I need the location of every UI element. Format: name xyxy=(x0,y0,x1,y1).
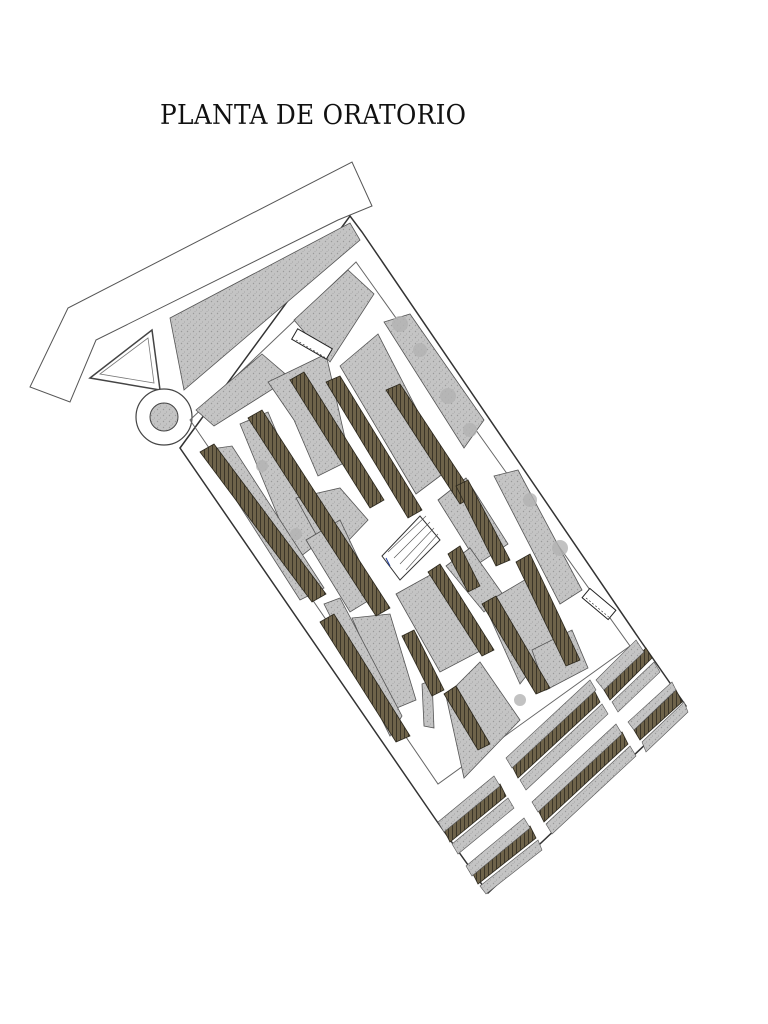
niche-row xyxy=(481,595,551,695)
niche-row xyxy=(319,613,411,743)
gravel-band xyxy=(505,679,597,769)
gravel-band xyxy=(465,817,531,877)
plan-title: PLANTA DE ORATORIO xyxy=(160,100,467,131)
niche-row xyxy=(447,545,481,593)
triangle-island xyxy=(88,328,161,391)
gravel-band xyxy=(531,723,623,813)
north-gravel-area xyxy=(169,222,361,391)
gravel-block xyxy=(445,661,521,779)
gravel-band xyxy=(545,745,637,835)
building-icon xyxy=(581,587,617,621)
access-road xyxy=(29,161,373,403)
niche-row xyxy=(199,443,327,603)
niche-row xyxy=(427,563,495,657)
stair-icon xyxy=(381,515,441,581)
gravel-band xyxy=(451,797,515,855)
gravel-band xyxy=(519,703,609,791)
niche-row xyxy=(401,629,445,697)
south-gravel-bands xyxy=(437,639,689,895)
gravel-block xyxy=(493,469,583,605)
vegetation xyxy=(256,316,568,706)
niche-row xyxy=(289,371,385,509)
niche-row xyxy=(247,409,391,617)
gravel-band xyxy=(611,661,661,713)
niche-row xyxy=(455,479,511,567)
niche-row xyxy=(515,553,581,667)
triangle-island-inner xyxy=(99,337,155,384)
gravel-band xyxy=(479,839,543,895)
building-icon xyxy=(290,328,334,360)
gravel-band xyxy=(595,639,645,691)
niche-rows xyxy=(199,371,683,885)
gravel-band xyxy=(437,775,501,833)
niche-row xyxy=(325,375,423,519)
gravel-band xyxy=(641,701,689,753)
niche-row xyxy=(443,685,491,751)
roundabout-icon xyxy=(135,388,193,446)
gravel-band xyxy=(627,681,677,731)
